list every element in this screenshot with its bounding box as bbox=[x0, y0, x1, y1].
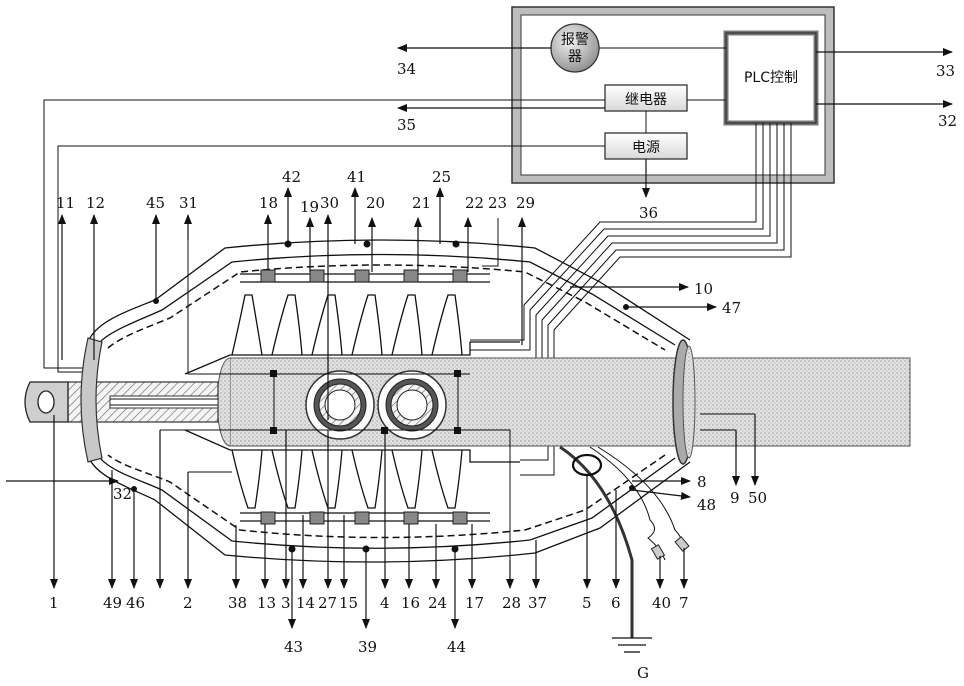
label-13: 13 bbox=[257, 594, 276, 612]
label-11: 11 bbox=[56, 194, 75, 212]
relay-label: 继电器 bbox=[625, 92, 667, 108]
label-10: 10 bbox=[694, 280, 713, 298]
label-49: 49 bbox=[103, 594, 122, 612]
label-14: 14 bbox=[296, 594, 315, 612]
label-ground: G bbox=[637, 664, 649, 682]
plc-label: PLC控制 bbox=[744, 70, 798, 86]
label-27: 27 bbox=[318, 594, 337, 612]
label-38: 38 bbox=[228, 594, 247, 612]
label-50: 50 bbox=[748, 489, 767, 507]
label-40: 40 bbox=[652, 594, 671, 612]
label-39: 39 bbox=[358, 638, 377, 656]
label-15: 15 bbox=[339, 594, 358, 612]
plc-controller: PLC控制 bbox=[726, 33, 816, 123]
label-7: 7 bbox=[679, 594, 689, 612]
label-34: 34 bbox=[397, 60, 416, 78]
label-45: 45 bbox=[146, 194, 165, 212]
label-19: 19 bbox=[300, 198, 319, 216]
label-46: 46 bbox=[126, 594, 145, 612]
sensor-array-top bbox=[261, 270, 467, 282]
sensor-leads bbox=[590, 447, 689, 560]
ring-sensor-right bbox=[378, 371, 446, 439]
label-43: 43 bbox=[284, 638, 303, 656]
ring-sensor-left bbox=[306, 371, 374, 439]
label-4: 4 bbox=[380, 594, 390, 612]
sensor-array-bottom bbox=[261, 512, 467, 524]
label-35: 35 bbox=[397, 116, 416, 134]
label-3: 3 bbox=[281, 594, 291, 612]
label-41: 41 bbox=[347, 168, 366, 186]
power-unit: 电源 bbox=[605, 133, 687, 159]
label-5: 5 bbox=[582, 594, 592, 612]
label-9: 9 bbox=[730, 489, 740, 507]
label-33: 33 bbox=[936, 62, 955, 80]
label-48: 48 bbox=[697, 496, 716, 514]
label-16: 16 bbox=[401, 594, 420, 612]
label-23: 23 bbox=[488, 194, 507, 212]
alarm-label-line1: 报警 bbox=[561, 32, 589, 48]
label-44: 44 bbox=[447, 638, 466, 656]
label-36: 36 bbox=[639, 204, 658, 222]
power-label: 电源 bbox=[632, 140, 660, 156]
alarm-label-line2: 器 bbox=[568, 49, 582, 65]
label-18: 18 bbox=[259, 194, 278, 212]
ground-wire bbox=[560, 447, 652, 652]
label-42: 42 bbox=[282, 168, 301, 186]
label-29: 29 bbox=[516, 194, 535, 212]
label-1: 1 bbox=[49, 594, 59, 612]
label-31: 31 bbox=[179, 194, 198, 212]
cable-end-ring bbox=[673, 340, 695, 464]
label-32-left: 32 bbox=[113, 485, 132, 503]
label-24: 24 bbox=[428, 594, 447, 612]
label-32-right: 32 bbox=[938, 112, 957, 130]
terminal-lug bbox=[25, 382, 68, 422]
label-17: 17 bbox=[465, 594, 484, 612]
label-21: 21 bbox=[412, 194, 431, 212]
relay-unit: 继电器 bbox=[605, 85, 687, 111]
label-6: 6 bbox=[611, 594, 621, 612]
label-8: 8 bbox=[697, 473, 707, 491]
label-25: 25 bbox=[432, 168, 451, 186]
label-2: 2 bbox=[183, 594, 193, 612]
label-22: 22 bbox=[465, 194, 484, 212]
label-12: 12 bbox=[86, 194, 105, 212]
alarm-unit: 报警 器 bbox=[551, 24, 599, 72]
label-28: 28 bbox=[502, 594, 521, 612]
label-20: 20 bbox=[366, 194, 385, 212]
label-47: 47 bbox=[722, 299, 741, 317]
label-30: 30 bbox=[320, 194, 339, 212]
label-37: 37 bbox=[528, 594, 547, 612]
